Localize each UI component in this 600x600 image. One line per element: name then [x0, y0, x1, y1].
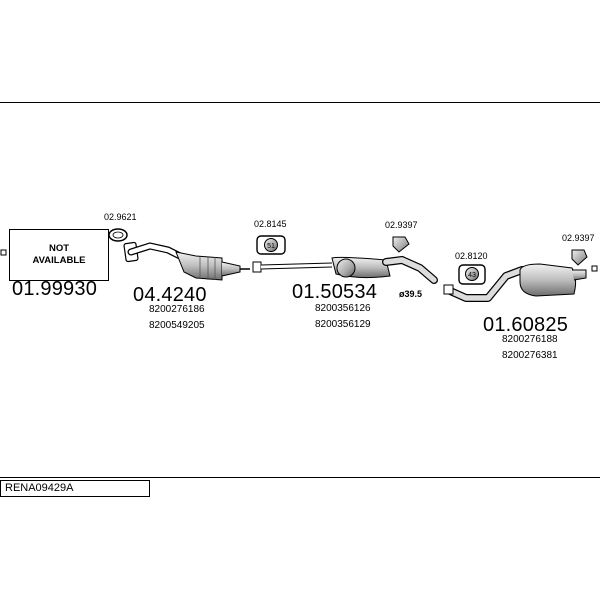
- accessory-code-gasket[interactable]: 02.9621: [104, 212, 137, 222]
- oem-number: 8200356129: [315, 319, 371, 330]
- hanger-ring-icon[interactable]: [458, 264, 486, 285]
- pipe-connector-part[interactable]: [252, 261, 333, 273]
- right-connector-marker: [591, 265, 598, 272]
- hanger-badge-1: 51: [267, 243, 275, 250]
- hanger-clamp-icon[interactable]: [256, 235, 286, 255]
- rear-silencer-part[interactable]: [443, 263, 587, 302]
- oem-number: 8200276188: [502, 334, 558, 345]
- accessory-code-mount-2[interactable]: 02.9397: [562, 233, 595, 243]
- middle-silencer-part[interactable]: [331, 255, 438, 284]
- reference-code-box: RENA09429A: [0, 480, 150, 497]
- reference-code: RENA09429A: [5, 482, 74, 494]
- diagram-frame: [0, 102, 600, 478]
- left-connector-marker: [0, 249, 7, 256]
- rubber-mount-icon[interactable]: [392, 236, 410, 253]
- not-available-box: NOT AVAILABLE: [9, 229, 109, 281]
- catalytic-converter-part[interactable]: [123, 241, 250, 281]
- rear-rubber-mount-icon[interactable]: [571, 249, 588, 266]
- pipe-diameter-label: ø39.5: [399, 289, 423, 299]
- accessory-code-hanger-2[interactable]: 02.8120: [455, 251, 488, 261]
- accessory-code-mount-1[interactable]: 02.9397: [385, 220, 418, 230]
- oem-number: 8200356126: [315, 303, 371, 314]
- oem-number: 8200549205: [149, 320, 205, 331]
- part-number-middle[interactable]: 01.50534: [292, 281, 378, 303]
- hanger-badge-2: 43: [468, 272, 476, 279]
- oem-number: 8200276186: [149, 304, 205, 315]
- part-number-front[interactable]: 01.99930: [12, 278, 98, 300]
- not-available-line2: AVAILABLE: [32, 255, 86, 266]
- part-number-catalyst[interactable]: 04.4240: [133, 284, 207, 306]
- not-available-line1: NOT: [48, 243, 70, 254]
- accessory-code-hanger-1[interactable]: 02.8145: [254, 219, 287, 229]
- part-number-rear[interactable]: 01.60825: [483, 314, 569, 336]
- gasket-icon[interactable]: [108, 228, 128, 242]
- oem-number: 8200276381: [502, 350, 558, 361]
